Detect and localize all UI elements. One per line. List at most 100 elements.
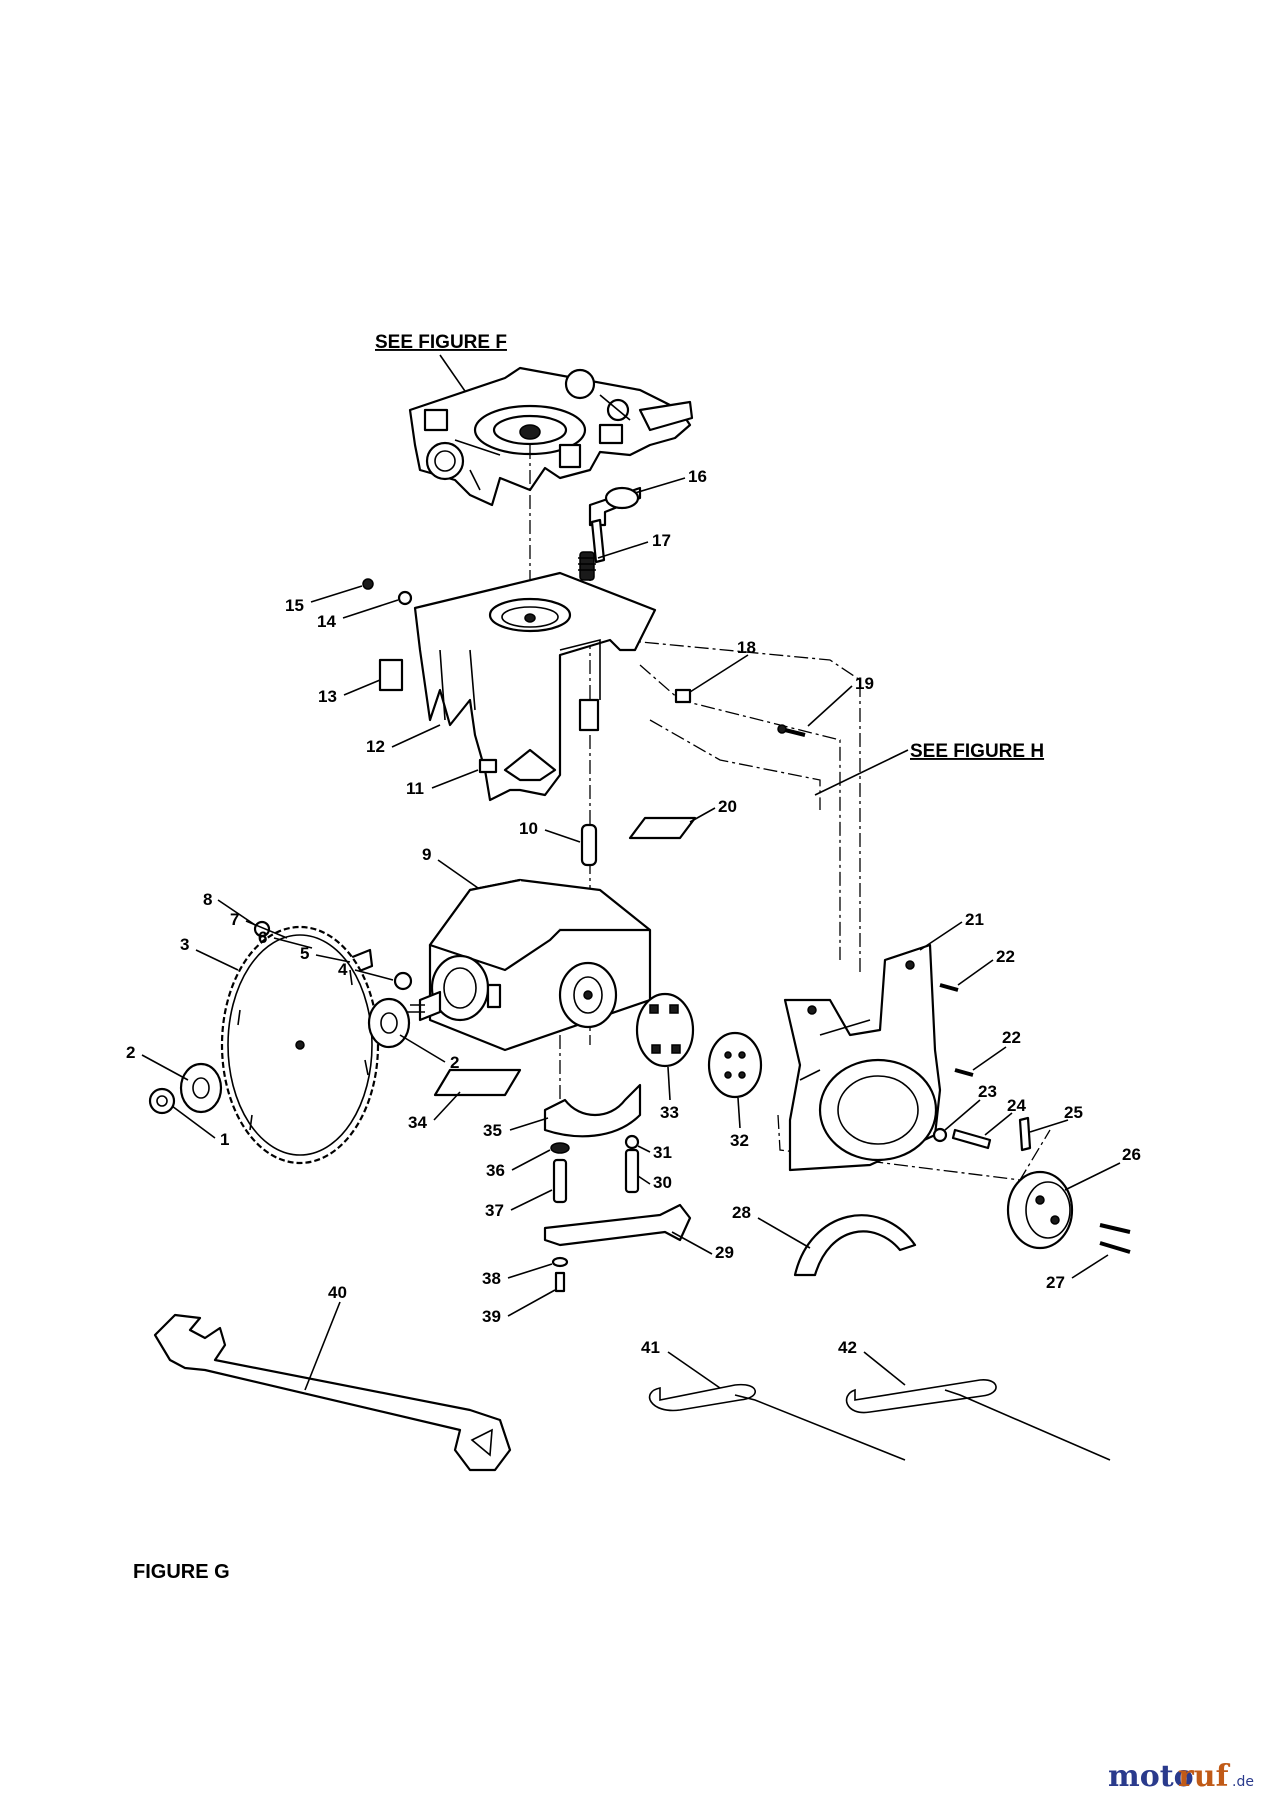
part-label-18: 18 [737, 638, 756, 657]
centerline-figure-h-1 [619, 639, 861, 975]
part-2-collar-left [179, 1062, 223, 1114]
leader-20 [689, 807, 716, 823]
part-label-8: 8 [203, 890, 212, 909]
leader-34 [433, 1091, 461, 1121]
carriage-assembly [408, 366, 694, 507]
part-17-spring [578, 551, 596, 581]
centerline-ring [777, 1114, 1051, 1181]
part-label-35: 35 [483, 1121, 502, 1140]
part-11-nut [478, 758, 498, 774]
part-12-yoke [413, 571, 657, 802]
leader-27 [1071, 1254, 1109, 1279]
leader-31 [637, 1145, 651, 1153]
part-label-6: 6 [258, 928, 267, 947]
part-label-1: 1 [220, 1130, 229, 1149]
leader-24 [984, 1112, 1013, 1136]
leader-38 [507, 1263, 553, 1279]
part-label-26: 26 [1122, 1145, 1141, 1164]
part-label-14: 14 [317, 612, 336, 631]
part-25-tab [1018, 1116, 1032, 1152]
part-label-28: 28 [732, 1203, 751, 1222]
part-label-22-lower: 22 [1002, 1028, 1021, 1047]
part-31-washer [624, 1134, 640, 1150]
leader-21 [919, 921, 963, 951]
part-label-22-upper: 22 [996, 947, 1015, 966]
part-label-39: 39 [482, 1307, 501, 1326]
part-label-40: 40 [328, 1283, 347, 1302]
part-label-11: 11 [406, 779, 424, 798]
leader-23 [944, 1099, 981, 1131]
leader-18 [689, 654, 749, 693]
leader-14 [342, 599, 399, 619]
part-37-bolt [552, 1158, 568, 1204]
leader-22-upper [957, 959, 994, 986]
leader-5 [315, 954, 351, 963]
part-label-10: 10 [519, 819, 538, 838]
see-figure-f-label[interactable]: SEE FIGURE F [375, 332, 507, 353]
leader-13 [343, 679, 381, 696]
part-label-27: 27 [1046, 1273, 1065, 1292]
watermark-logo: moto ruf .de [1108, 1759, 1254, 1794]
part-24-screw [951, 1128, 992, 1150]
part-label-3: 3 [180, 935, 189, 954]
watermark-suffix: .de [1232, 1774, 1254, 1790]
leader-2-right [399, 1034, 446, 1063]
part-16-lock-handle [588, 486, 642, 564]
part-label-19: 19 [855, 674, 874, 693]
leader-30 [637, 1175, 651, 1185]
leader-37 [510, 1189, 553, 1211]
leader-6 [273, 937, 313, 949]
part-label-30: 30 [653, 1173, 672, 1192]
part-label-20: 20 [718, 797, 737, 816]
part-label-37: 37 [485, 1201, 504, 1220]
part-label-29: 29 [715, 1243, 734, 1262]
part-39-screw [554, 1271, 566, 1293]
leader-8 [217, 899, 256, 926]
watermark-part1: moto [1108, 1759, 1194, 1794]
part-34-label [433, 1068, 522, 1097]
part-label-9: 9 [422, 845, 431, 864]
part-23-washer [932, 1127, 948, 1143]
part-4-bushing [393, 971, 413, 991]
centerline-figure-h-3 [649, 719, 821, 810]
part-label-16: 16 [688, 467, 707, 486]
part-3-saw-blade [220, 925, 380, 1165]
leader-16 [634, 477, 686, 494]
part-19-screw [777, 724, 806, 737]
part-30-bolt [624, 1148, 640, 1194]
part-9-motor [405, 878, 652, 1052]
leader-15 [310, 585, 363, 603]
watermark-part2: ruf [1178, 1759, 1231, 1794]
part-33-coupling [635, 992, 695, 1068]
part-18-nut [674, 688, 692, 704]
figure-title: FIGURE G [133, 1561, 230, 1583]
leader-36 [511, 1149, 551, 1171]
leader-41 [667, 1351, 721, 1389]
part-27-screws [1099, 1223, 1131, 1254]
part-42-hex-key [845, 1379, 1111, 1461]
leader-11 [431, 769, 479, 789]
leader-25 [1029, 1119, 1069, 1133]
leader-3 [195, 949, 239, 971]
part-label-12: 12 [366, 737, 385, 756]
part-label-2-right: 2 [450, 1053, 459, 1072]
leader-26 [1064, 1162, 1121, 1191]
leader-39 [507, 1289, 556, 1317]
part-label-34: 34 [408, 1113, 427, 1132]
part-13-label [378, 658, 404, 692]
part-36-washer [550, 1142, 570, 1154]
part-label-15: 15 [285, 596, 304, 615]
part-label-42: 42 [838, 1338, 857, 1357]
leader-29 [671, 1231, 713, 1255]
leader-12 [391, 724, 441, 748]
part-22-screw-lower [954, 1068, 974, 1077]
part-15-screw [362, 578, 374, 590]
see-figure-h-label[interactable]: SEE FIGURE H [910, 741, 1044, 762]
leader-22-lower [972, 1046, 1007, 1071]
leader-10 [544, 829, 581, 843]
leader-1 [171, 1105, 216, 1139]
part-label-32: 32 [730, 1131, 749, 1150]
centerline-figure-h-2 [639, 664, 841, 960]
part-22-screw-upper [939, 983, 959, 992]
